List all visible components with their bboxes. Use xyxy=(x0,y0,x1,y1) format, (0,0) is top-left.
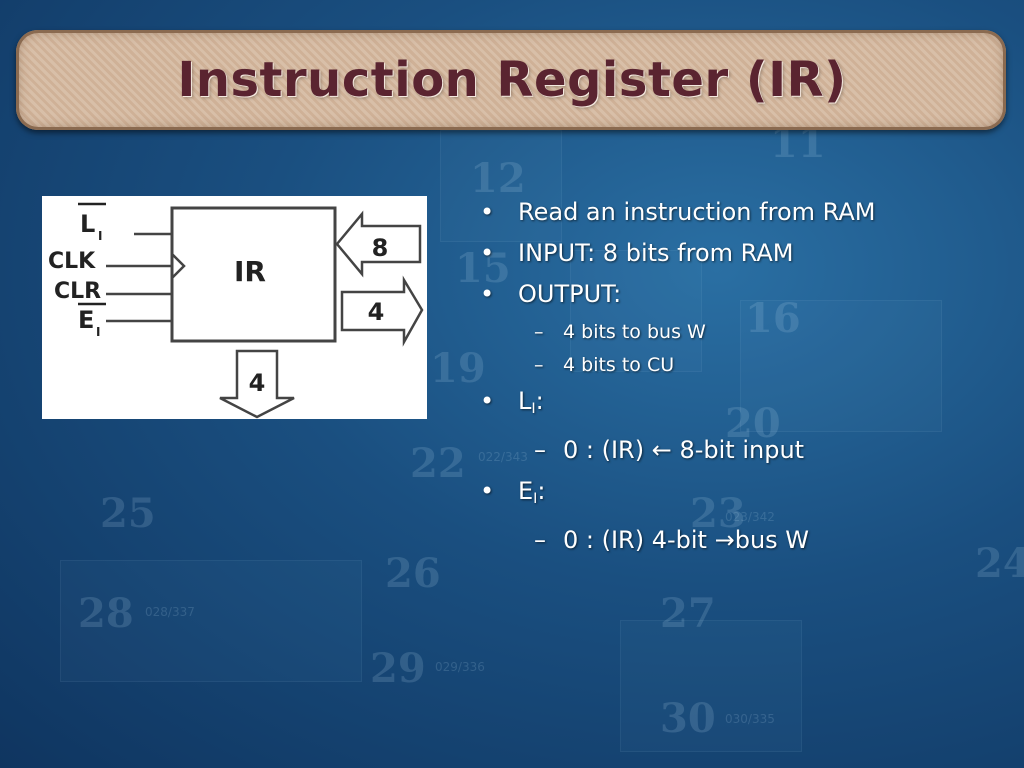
ir-block-diagram: IR L I CLK CLR E I 8 4 4 xyxy=(42,196,427,419)
sub-bullet-item: – 0 : (IR) ← 8-bit input xyxy=(478,434,998,467)
output-bottom-value: 4 xyxy=(249,369,266,397)
output-right-arrow xyxy=(340,275,424,347)
bullet-suffix: : xyxy=(537,477,546,505)
bullet-subscript: I xyxy=(531,401,536,417)
left-arrow-icon: ← xyxy=(651,436,672,464)
sub-bullet-text: 4 bits to bus W xyxy=(563,321,706,343)
bullet-dash-icon: – xyxy=(534,526,546,554)
li-label: L xyxy=(80,210,95,238)
bullet-dot-icon: • xyxy=(480,387,495,415)
sub-bullet-item: – 4 bits to CU xyxy=(478,352,998,378)
bullet-item: • OUTPUT: xyxy=(478,278,998,311)
sub-bullet-item: – 4 bits to bus W xyxy=(478,319,998,345)
bullet-dot-icon: • xyxy=(480,477,495,505)
ei-subscript: I xyxy=(96,325,100,339)
slide-title: Instruction Register (IR) xyxy=(177,52,847,108)
bullet-letter: L xyxy=(518,387,532,415)
li-subscript: I xyxy=(98,229,102,243)
clock-marker xyxy=(171,253,186,279)
bullet-text: OUTPUT: xyxy=(518,280,622,308)
sub-bullet-text: bus W xyxy=(734,526,810,554)
right-arrow-icon: → xyxy=(714,526,735,554)
input-arrow-value: 8 xyxy=(372,234,389,262)
register-label: IR xyxy=(234,255,266,288)
bullet-dash-icon: – xyxy=(534,321,544,343)
sub-bullet-text: 8-bit input xyxy=(671,436,805,464)
input-arrow xyxy=(335,210,422,278)
bullet-item: • EI: xyxy=(478,475,998,516)
sub-bullet-text: 4 bits to CU xyxy=(563,354,675,376)
bullet-dash-icon: – xyxy=(534,354,544,376)
bullet-subscript: I xyxy=(533,491,538,507)
bullet-suffix: : xyxy=(535,387,544,415)
bullet-list: • Read an instruction from RAM • INPUT: … xyxy=(478,196,998,565)
bullet-item: • INPUT: 8 bits from RAM xyxy=(478,237,998,270)
bullet-dash-icon: – xyxy=(534,436,546,464)
bullet-item: • LI: xyxy=(478,385,998,426)
bullet-dot-icon: • xyxy=(480,280,495,308)
clr-label: CLR xyxy=(54,279,101,304)
register-box xyxy=(170,206,337,343)
sub-bullet-item: – 0 : (IR) 4-bit →bus W xyxy=(478,524,998,557)
bullet-text: Read an instruction from RAM xyxy=(518,198,876,226)
output-bottom-arrow xyxy=(219,349,295,419)
title-banner xyxy=(16,30,1006,130)
bullet-dot-icon: • xyxy=(480,198,495,226)
ei-label: E xyxy=(78,306,94,334)
clk-label: CLK xyxy=(48,249,96,274)
ir-diagram-svg: IR L I CLK CLR E I 8 4 4 xyxy=(48,202,424,419)
bullet-item: • Read an instruction from RAM xyxy=(478,196,998,229)
bullet-letter: E xyxy=(518,477,534,505)
output-right-value: 4 xyxy=(368,298,385,326)
sub-bullet-text: 0 : (IR) xyxy=(563,436,652,464)
bullet-text: INPUT: 8 bits from RAM xyxy=(518,239,794,267)
bullet-dot-icon: • xyxy=(480,239,495,267)
sub-bullet-text: 0 : (IR) 4-bit xyxy=(563,526,715,554)
